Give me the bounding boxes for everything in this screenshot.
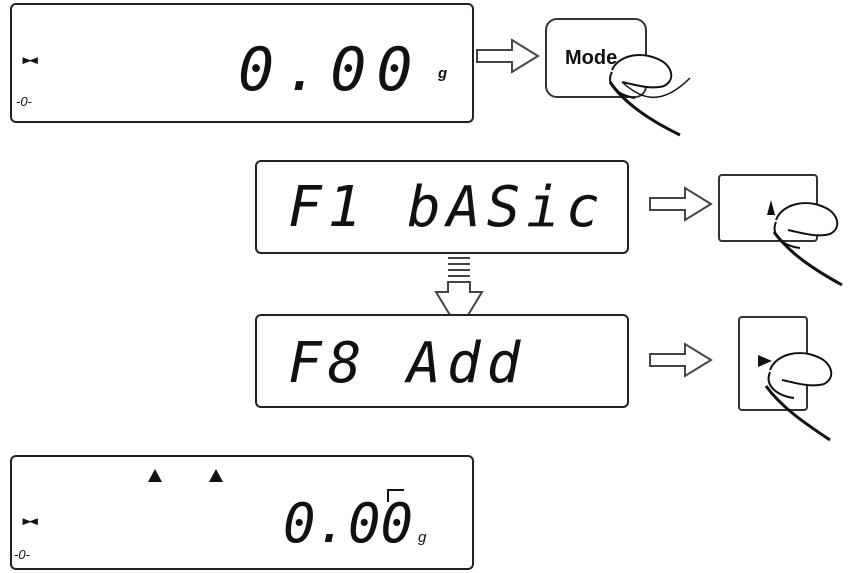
- unit-label-2: g: [418, 530, 426, 545]
